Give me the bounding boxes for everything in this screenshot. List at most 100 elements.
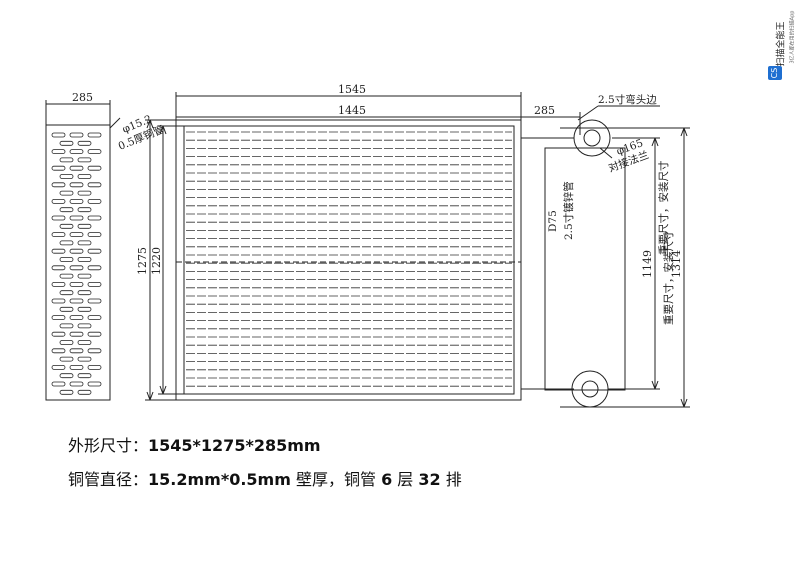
tube-slot	[87, 281, 102, 287]
tube-slot	[69, 132, 84, 138]
rows-value: 32	[418, 470, 441, 489]
overall-height-label: 1314	[670, 250, 683, 278]
tube-slot	[77, 340, 92, 345]
tube-slot	[87, 298, 102, 304]
tube-slot	[59, 273, 74, 279]
core-height-label: 1220	[150, 247, 163, 275]
tube-slot	[59, 240, 74, 246]
tube-slot	[69, 381, 84, 387]
tube-slot	[59, 257, 74, 262]
layers-value: 6	[381, 470, 393, 489]
header-diameter-note: D75	[547, 210, 559, 232]
tube-slot	[77, 207, 92, 213]
tube-slot	[51, 182, 66, 188]
frame-width-label: 1545	[338, 83, 366, 96]
tube-slot	[51, 149, 66, 155]
layers-unit: 层	[392, 470, 419, 489]
end-width-label: 285	[534, 104, 555, 117]
scanner-subtitle: 3亿人都在用的扫描App	[789, 10, 796, 64]
tube-slot	[59, 373, 74, 379]
tube-slot	[77, 373, 92, 379]
side-width-label: 285	[72, 91, 93, 104]
tube-slot	[69, 265, 84, 271]
tube-slot	[69, 198, 84, 204]
tube-slot	[59, 174, 74, 179]
scanner-title: 扫描全能王	[776, 21, 787, 67]
tube-slot	[59, 223, 74, 229]
tube-slot	[59, 356, 74, 362]
tube-slot	[51, 132, 66, 138]
tube-slot	[87, 315, 102, 321]
tube-slot	[69, 315, 84, 321]
tube-slot	[77, 190, 92, 196]
tube-slot	[77, 389, 92, 395]
tube-slot	[69, 298, 84, 304]
tube-slot	[59, 323, 74, 329]
outline-size-spec: 外形尺寸：1545*1275*285mm	[68, 432, 321, 456]
tube-slot	[87, 232, 102, 238]
tube-slot	[87, 265, 102, 271]
key-note-top: 重要尺寸，安装尺寸	[657, 161, 670, 256]
tube-slot	[77, 273, 92, 279]
tube-slot	[69, 248, 84, 254]
tube-slot	[77, 323, 92, 329]
header-spacing-label: 1149	[641, 250, 654, 278]
frame-height-label: 1275	[136, 247, 149, 275]
outline-size-label: 外形尺寸：	[68, 436, 149, 455]
outline-size-value: 1545*1275*285mm	[148, 436, 321, 455]
tube-diameter-label: 铜管直径：	[68, 470, 149, 489]
tube-slot	[69, 182, 84, 188]
tube-slot	[87, 182, 102, 188]
tube-slot	[51, 198, 66, 204]
tube-slot	[51, 248, 66, 254]
tube-slot	[69, 215, 84, 221]
core-width-label: 1445	[338, 104, 366, 117]
tube-slot	[51, 381, 66, 387]
tube-slot	[87, 364, 102, 370]
tube-slot	[77, 356, 92, 362]
tube-slot	[51, 281, 66, 287]
bottom-flange	[571, 370, 609, 408]
tube-slot	[87, 215, 102, 221]
key-note-bottom: 重要尺寸，安装尺寸	[662, 231, 675, 326]
tube-slot	[77, 257, 92, 262]
tube-slot	[87, 165, 102, 171]
side-view-tube-slots	[51, 132, 102, 395]
tube-slot	[51, 315, 66, 321]
tube-slot	[69, 348, 84, 354]
tube-slot	[69, 165, 84, 171]
fin-core	[183, 125, 515, 395]
tube-slot	[51, 265, 66, 271]
tube-slot	[69, 331, 84, 337]
tube-slot	[59, 290, 74, 296]
fin-core-tube-rows	[186, 131, 512, 387]
tube-slot	[87, 248, 102, 254]
main-frame	[175, 119, 522, 401]
tube-slot	[59, 306, 74, 312]
tube-slot	[51, 331, 66, 337]
tube-slot	[77, 174, 92, 179]
tube-wall-text: 壁厚，铜管	[290, 470, 382, 489]
tube-slot	[69, 364, 84, 370]
tube-slot	[59, 389, 74, 395]
tube-slot	[87, 381, 102, 387]
tube-slot	[59, 157, 74, 163]
rows-unit: 排	[440, 470, 462, 489]
tube-slot	[87, 198, 102, 204]
tube-diameter-spec: 铜管直径：15.2mm*0.5mm 壁厚，铜管 6 层 32 排	[68, 466, 462, 490]
tube-slot	[51, 215, 66, 221]
tube-slot	[51, 298, 66, 304]
tube-slot	[51, 348, 66, 354]
tube-slot	[59, 140, 74, 146]
tube-slot	[51, 364, 66, 370]
tube-slot	[87, 348, 102, 354]
tube-slot	[69, 232, 84, 238]
tube-slot	[77, 240, 92, 246]
tube-slot	[77, 306, 92, 312]
right-header-pipe	[544, 147, 626, 391]
tube-slot	[87, 132, 102, 138]
scanner-logo-icon: CS	[768, 66, 782, 80]
tube-slot	[59, 190, 74, 196]
tube-slot	[69, 281, 84, 287]
